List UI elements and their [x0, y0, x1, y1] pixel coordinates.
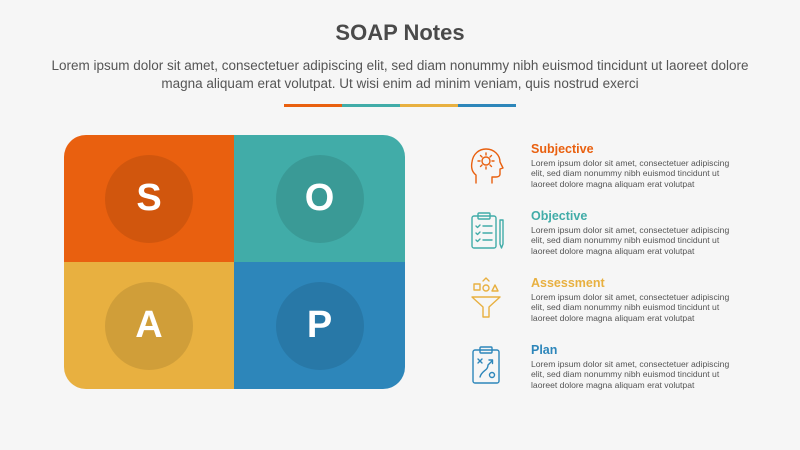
page-subtitle: Lorem ipsum dolor sit amet, consectetuer… [51, 58, 749, 91]
letter-s: S [136, 177, 162, 219]
soap-grid: S O A P [64, 135, 405, 389]
soap-cell-p: P [234, 262, 405, 389]
funnel-icon [464, 277, 508, 321]
head-gear-icon [464, 143, 508, 187]
item-title: Objective [531, 209, 588, 223]
item-objective: Objective Lorem ipsum dolor sit amet, co… [464, 209, 754, 270]
letter-circle: S [105, 154, 193, 243]
item-description: Lorem ipsum dolor sit amet, consectetuer… [531, 158, 730, 189]
letter-circle: A [105, 281, 193, 370]
item-assessment: Assessment Lorem ipsum dolor sit amet, c… [464, 276, 754, 337]
strategy-board-icon [464, 344, 508, 388]
page-title: SOAP Notes [335, 20, 465, 45]
letter-circle: O [275, 154, 364, 243]
soap-cell-s: S [64, 135, 234, 262]
letter-o: O [304, 177, 335, 219]
item-description: Lorem ipsum dolor sit amet, consectetuer… [531, 225, 730, 256]
divider-segment-p [458, 104, 516, 107]
divider-segment-a [400, 104, 458, 107]
item-description: Lorem ipsum dolor sit amet, consectetuer… [531, 359, 730, 390]
divider-segment-o [342, 104, 400, 107]
item-title: Plan [531, 343, 558, 357]
soap-cell-a: A [64, 262, 234, 389]
item-plan: Plan Lorem ipsum dolor sit amet, consect… [464, 343, 754, 404]
clipboard-checklist-icon [464, 210, 508, 254]
title-divider [284, 104, 516, 107]
letter-p: P [306, 304, 333, 346]
divider-segment-s [284, 104, 342, 107]
item-description: Lorem ipsum dolor sit amet, consectetuer… [531, 292, 730, 323]
item-title: Assessment [531, 276, 605, 290]
soap-cell-o: O [234, 135, 405, 262]
item-subjective: Subjective Lorem ipsum dolor sit amet, c… [464, 142, 754, 203]
letter-circle: P [275, 281, 364, 370]
item-title: Subjective [531, 142, 594, 156]
letter-a: A [135, 304, 163, 346]
